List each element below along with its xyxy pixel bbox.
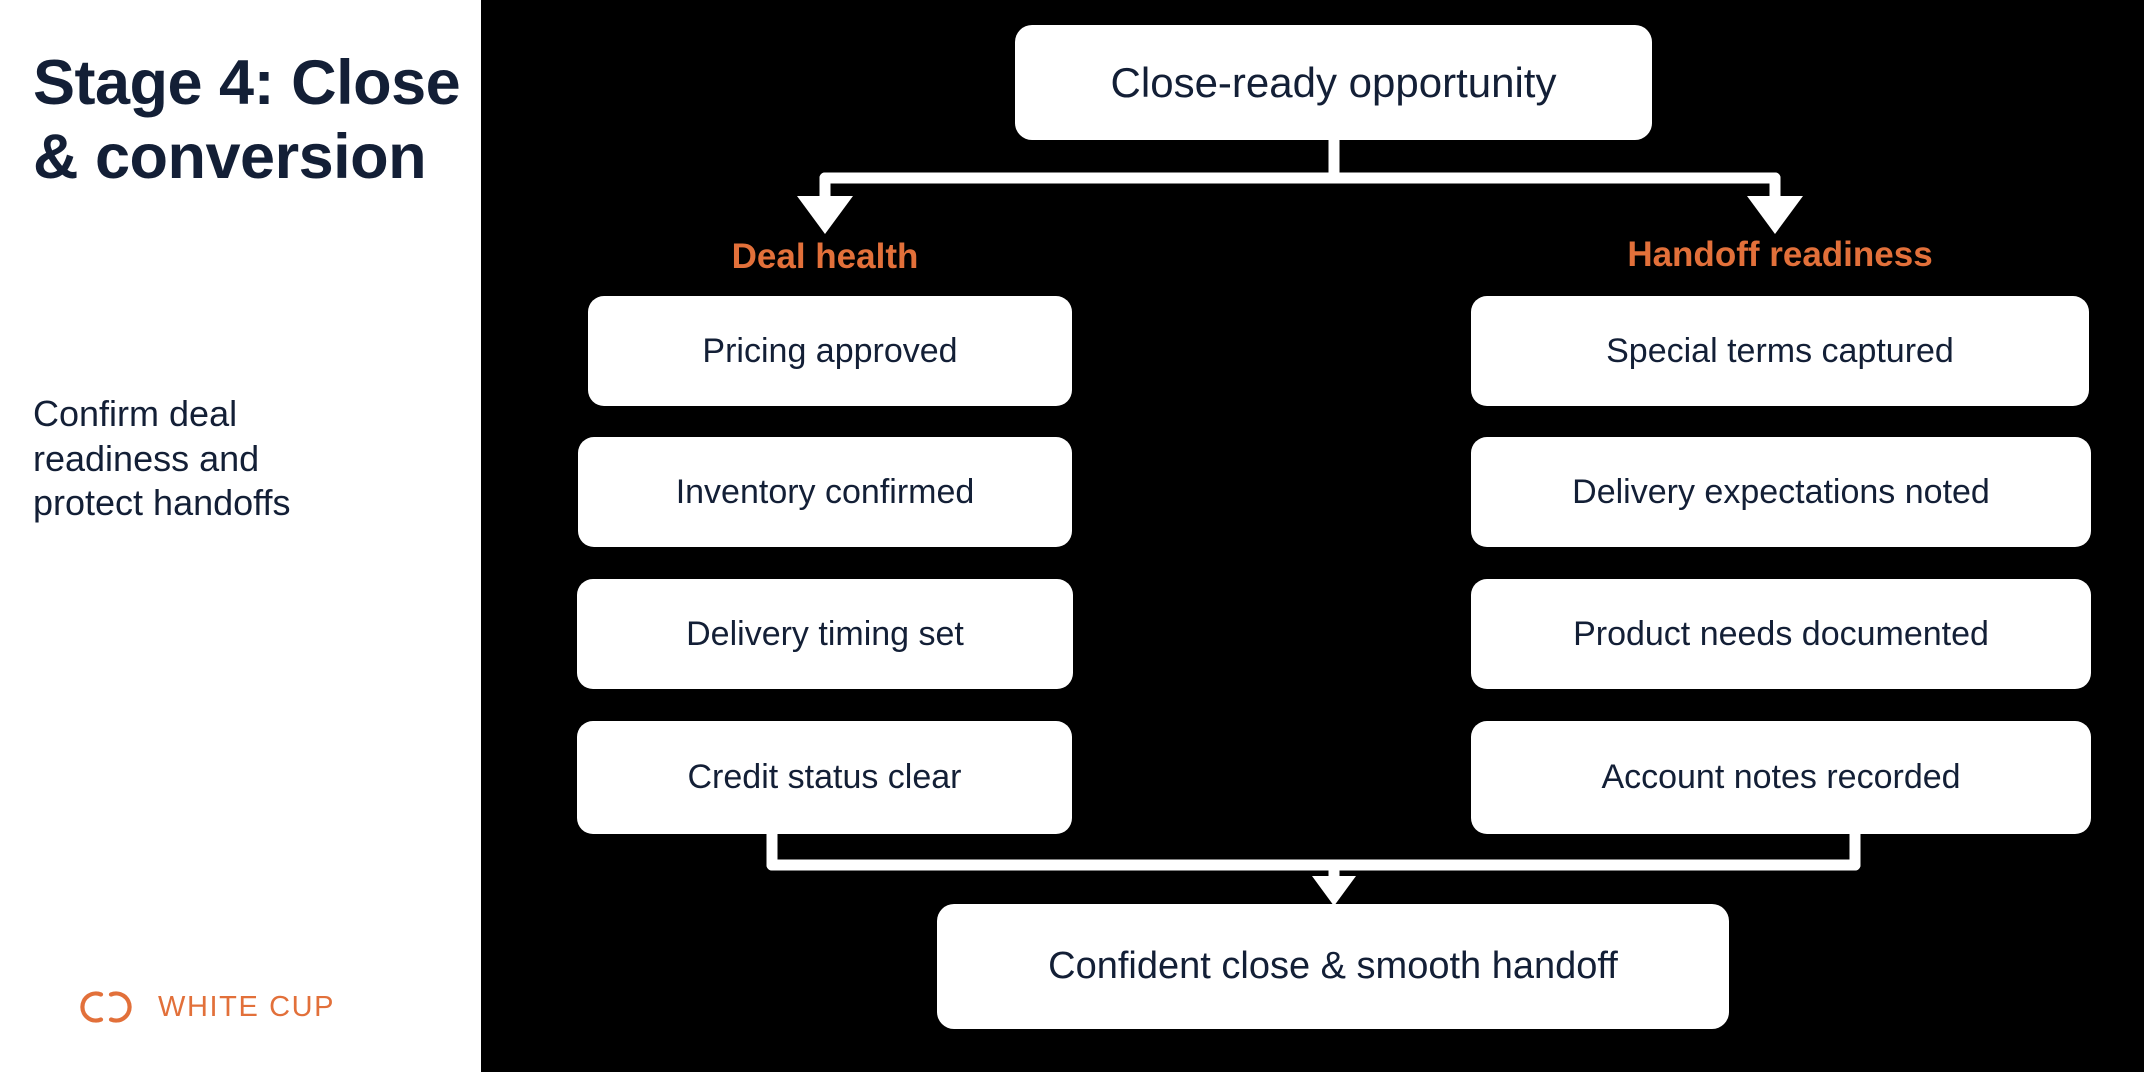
left-text-panel: Stage 4: Close & conversion Confirm deal… [0, 0, 481, 1072]
node-confident-close-smooth-handoff[interactable]: Confident close & smooth handoff [937, 904, 1729, 1029]
node-pricing-approved[interactable]: Pricing approved [588, 296, 1072, 406]
node-product-needs-documented[interactable]: Product needs documented [1471, 579, 2091, 689]
page-title: Stage 4: Close & conversion [33, 48, 461, 193]
node-credit-status-clear[interactable]: Credit status clear [577, 721, 1072, 834]
white-cup-infinity-icon [80, 991, 132, 1023]
page-subtitle: Confirm deal readiness and protect hando… [33, 393, 291, 524]
branch-label-handoff-readiness: Handoff readiness [1627, 235, 1933, 274]
node-delivery-timing-set[interactable]: Delivery timing set [577, 579, 1073, 689]
node-close-ready-opportunity[interactable]: Close-ready opportunity [1015, 25, 1652, 140]
node-account-notes-recorded[interactable]: Account notes recorded [1471, 721, 2091, 834]
node-inventory-confirmed[interactable]: Inventory confirmed [578, 437, 1072, 547]
branch-label-deal-health: Deal health [731, 237, 919, 276]
node-special-terms-captured[interactable]: Special terms captured [1471, 296, 2089, 406]
node-delivery-expectations-noted[interactable]: Delivery expectations noted [1471, 437, 2091, 547]
brand-logo: WHITE CUP [71, 985, 335, 1029]
brand-wordmark: WHITE CUP [158, 990, 336, 1023]
